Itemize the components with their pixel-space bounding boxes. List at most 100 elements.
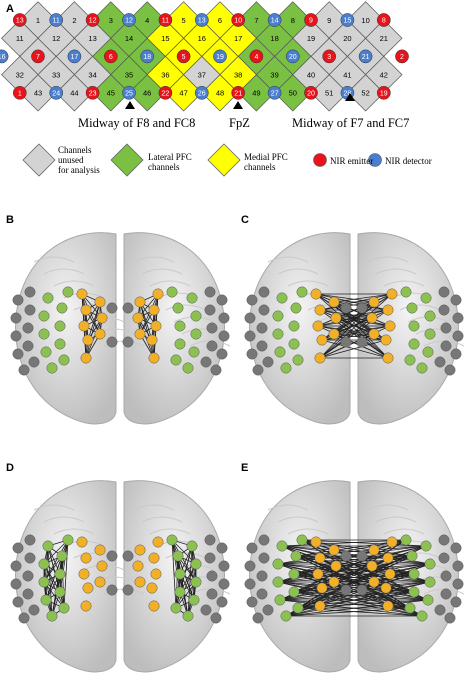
edge bbox=[297, 545, 427, 609]
svg-text:43: 43 bbox=[34, 89, 42, 98]
edge bbox=[335, 317, 375, 335]
svg-text:3: 3 bbox=[109, 16, 113, 25]
channel-node-unused bbox=[450, 596, 462, 608]
edge bbox=[335, 309, 389, 319]
channel-node-medial bbox=[132, 312, 144, 324]
channel-node-unused bbox=[244, 560, 256, 572]
channel-node-lateral bbox=[408, 320, 420, 332]
channel-node-unused bbox=[246, 348, 258, 360]
channel-node-lateral bbox=[276, 540, 288, 552]
channel-node-medial bbox=[380, 582, 392, 594]
edge bbox=[293, 591, 429, 601]
svg-text:16: 16 bbox=[198, 34, 206, 43]
svg-text:13: 13 bbox=[198, 18, 206, 25]
channel-node-lateral bbox=[42, 292, 54, 304]
edge bbox=[277, 581, 423, 617]
channel-node-lateral bbox=[420, 540, 432, 552]
channel-node-lateral bbox=[190, 576, 202, 588]
edge bbox=[175, 563, 197, 609]
channel-node-medial bbox=[94, 576, 106, 588]
channel-node-medial bbox=[134, 544, 146, 556]
svg-text:12: 12 bbox=[52, 34, 60, 43]
channel-node-medial bbox=[368, 544, 380, 556]
channel-node-medial bbox=[82, 582, 94, 594]
optode-emitter: 9 bbox=[304, 13, 318, 27]
channel-node-medial bbox=[328, 328, 340, 340]
channel-node-medial bbox=[96, 312, 108, 324]
optode-detector: 24 bbox=[49, 85, 64, 100]
channel-node-lateral bbox=[288, 568, 300, 580]
channel-node-unused bbox=[106, 336, 118, 348]
svg-text:27: 27 bbox=[271, 90, 279, 97]
channel-node-medial bbox=[382, 352, 394, 364]
channel-node-unused bbox=[216, 542, 228, 554]
channel-node-lateral bbox=[38, 310, 50, 322]
channel-node-unused bbox=[200, 356, 212, 368]
channel-node-unused bbox=[444, 612, 456, 624]
channel-node-medial bbox=[314, 304, 326, 316]
channel-node-unused bbox=[246, 596, 258, 608]
channel-node-medial bbox=[316, 582, 328, 594]
optode-detector: 25 bbox=[122, 85, 136, 100]
channel-node-medial bbox=[78, 568, 90, 580]
channel-node-lateral bbox=[290, 550, 302, 562]
channel-node-unused bbox=[244, 312, 256, 324]
optode-emitter: 5 bbox=[176, 49, 191, 64]
channel-node-lateral bbox=[416, 362, 428, 374]
brain-left-hemisphere bbox=[249, 232, 351, 425]
panel-label-d: D bbox=[6, 462, 14, 474]
channel-node-lateral bbox=[174, 338, 186, 350]
svg-text:6: 6 bbox=[218, 16, 222, 25]
panel-label-e: E bbox=[241, 462, 249, 474]
channel-node-medial bbox=[94, 544, 106, 556]
svg-text:22: 22 bbox=[162, 90, 170, 97]
svg-text:15: 15 bbox=[161, 34, 169, 43]
legend-swatch-unused bbox=[22, 143, 56, 177]
channel-node-unused bbox=[438, 534, 450, 546]
channel-node-lateral bbox=[190, 558, 202, 570]
svg-text:17: 17 bbox=[71, 54, 79, 61]
legend-label-medial: Medial PFC channels bbox=[244, 152, 288, 172]
channel-node-lateral bbox=[400, 534, 412, 546]
svg-text:47: 47 bbox=[179, 89, 187, 98]
channel-node-unused bbox=[106, 302, 118, 314]
channel-node-lateral bbox=[54, 586, 66, 598]
channel-node-unused bbox=[122, 336, 134, 348]
channel-node-medial bbox=[366, 312, 378, 324]
channel-node-lateral bbox=[190, 310, 202, 322]
channel-node-unused bbox=[216, 596, 228, 608]
channel-node-unused bbox=[12, 294, 24, 306]
svg-text:21: 21 bbox=[380, 34, 388, 43]
edge bbox=[171, 539, 177, 609]
optode-emitter: 4 bbox=[249, 49, 264, 64]
edge bbox=[321, 339, 389, 359]
channel-node-unused bbox=[24, 304, 36, 316]
svg-text:21: 21 bbox=[362, 54, 370, 61]
channel-node-medial bbox=[314, 552, 326, 564]
channel-node-unused bbox=[218, 312, 230, 324]
legend-swatch-emitter bbox=[313, 153, 327, 167]
svg-text:42: 42 bbox=[380, 70, 388, 79]
channel-node-unused bbox=[12, 542, 24, 554]
channel-node-unused bbox=[340, 584, 352, 596]
channel-node-lateral bbox=[290, 302, 302, 314]
channel-node-lateral bbox=[182, 610, 194, 622]
channel-node-medial bbox=[314, 600, 326, 612]
channel-node-unused bbox=[340, 302, 352, 314]
channel-node-unused bbox=[356, 302, 368, 314]
edge bbox=[187, 545, 193, 617]
channel-node-lateral bbox=[404, 602, 416, 614]
svg-text:45: 45 bbox=[107, 89, 115, 98]
edge bbox=[43, 563, 65, 609]
channel-node-lateral bbox=[288, 320, 300, 332]
channel-node-medial bbox=[330, 560, 342, 572]
edge bbox=[333, 317, 373, 335]
svg-text:14: 14 bbox=[271, 18, 279, 25]
channel-node-unused bbox=[440, 588, 452, 600]
channel-node-lateral bbox=[288, 586, 300, 598]
optode-emitter: 21 bbox=[231, 85, 246, 100]
optode-detector: 13 bbox=[194, 13, 209, 27]
svg-text:4: 4 bbox=[254, 54, 258, 61]
edge bbox=[295, 555, 411, 609]
channel-node-unused bbox=[122, 550, 134, 562]
